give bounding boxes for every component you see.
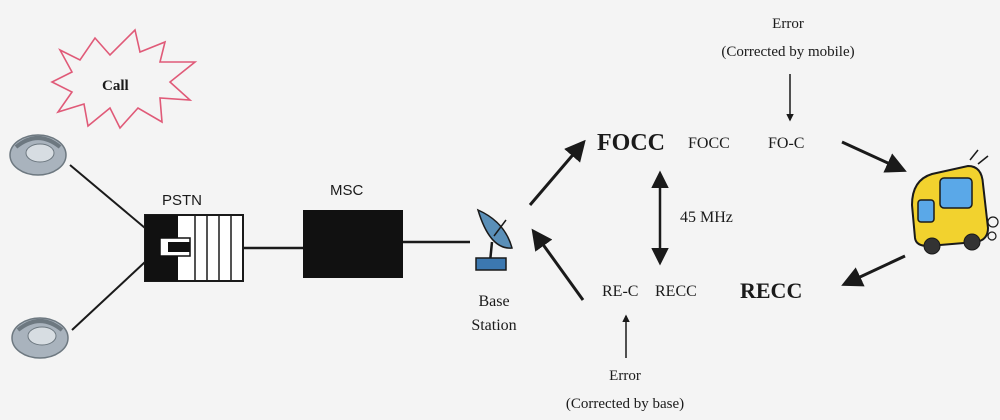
base-station-label: Base [478, 293, 509, 310]
error-top-label: Error [772, 16, 804, 32]
pstn-switch-icon [144, 214, 244, 282]
recc-sequence-label: RECC [655, 283, 697, 300]
forward-arrow [528, 139, 586, 206]
telephone-icon [9, 134, 67, 176]
msc-box-icon [303, 210, 403, 278]
focc-sequence-label: FO-C [768, 135, 804, 152]
error-bottom-label: Error [609, 368, 641, 384]
call-burst-icon [50, 28, 198, 130]
base-station-label: Station [471, 317, 516, 334]
msc-label: MSC [330, 182, 364, 199]
call-label: Call [102, 78, 129, 94]
error-top-note: (Corrected by mobile) [721, 44, 854, 60]
recc-main-label: RECC [740, 278, 802, 303]
mobile-vehicle-icon [910, 149, 999, 255]
phone-line [69, 164, 146, 229]
error-bottom-note: (Corrected by base) [566, 396, 684, 412]
focc-to-mobile-arrow [841, 140, 907, 173]
satellite-dish-icon [475, 208, 513, 271]
telephone-icon [11, 317, 69, 359]
focc-sequence-label: FOCC [688, 135, 730, 152]
mobile-to-recc-arrow [841, 254, 906, 287]
recc-sequence-label: RE-C [602, 283, 638, 300]
pstn-label: PSTN [162, 192, 202, 209]
phone-line [71, 261, 146, 331]
focc-main-label: FOCC [597, 130, 665, 156]
reverse-arrow [531, 228, 585, 301]
frequency-gap-label: 45 MHz [680, 209, 733, 226]
